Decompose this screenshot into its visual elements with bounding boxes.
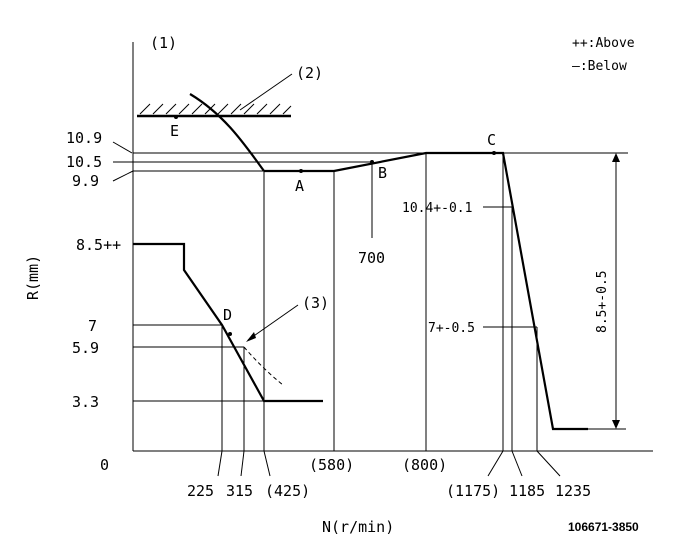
arrow-3 — [246, 332, 256, 342]
x-leader-1175 — [487, 450, 504, 477]
x-leader-425 — [263, 450, 271, 477]
curve-full-load — [264, 151, 588, 431]
y-tick-5-9: 5.9 — [72, 339, 99, 357]
x-tick-225: 225 — [187, 482, 214, 500]
x-tick-425: (425) — [265, 482, 310, 500]
leader-2 — [239, 73, 293, 111]
curve-idle — [133, 242, 323, 403]
x-leader-1235 — [536, 450, 561, 477]
callout-7: 7+-0.5 — [428, 321, 475, 336]
y-tick-10-9: 10.9 — [66, 129, 102, 147]
leader-3 — [247, 304, 299, 341]
x-leader-225 — [217, 450, 223, 477]
y-tick-10-5: 10.5 — [66, 153, 102, 171]
x-tick-1175: (1175) — [446, 482, 500, 500]
leader-9-9 — [112, 170, 134, 182]
x-axis-label: N(r/min) — [322, 518, 394, 536]
point-a-dot — [299, 169, 303, 173]
x-tick-580: (580) — [309, 456, 354, 474]
y-tick-7: 7 — [88, 317, 97, 335]
label-2: (2) — [296, 64, 323, 82]
point-c-label: C — [487, 131, 496, 149]
y-tick-9-9: 9.9 — [72, 172, 99, 190]
point-b-label: B — [378, 164, 387, 182]
y-axis-label: R(mm) — [24, 255, 42, 300]
point-d-label: D — [223, 306, 232, 324]
callout-10-4: 10.4+-0.1 — [402, 201, 472, 216]
dimension-arrow — [612, 153, 620, 429]
point-a-label: A — [295, 177, 304, 195]
curve-dashed — [243, 346, 284, 386]
y-tick-3-3: 3.3 — [72, 393, 99, 411]
leader-10-9 — [112, 141, 133, 154]
doc-number: 106671-3850 — [568, 520, 639, 534]
label-3: (3) — [302, 294, 329, 312]
origin-label: 0 — [100, 456, 109, 474]
y-tick-8-5: 8.5++ — [76, 236, 121, 254]
point-d-dot — [228, 332, 232, 336]
legend-below: —:Below — [572, 59, 627, 74]
x-tick-800: (800) — [402, 456, 447, 474]
legend-above: ++:Above — [572, 36, 635, 51]
point-c-dot — [492, 151, 496, 155]
point-e-label: E — [170, 122, 179, 140]
x-leader-315 — [240, 450, 245, 477]
x-tick-1185: 1185 — [509, 482, 545, 500]
point-e-dot — [174, 115, 178, 119]
stopper — [137, 103, 292, 118]
x-tick-1235: 1235 — [555, 482, 591, 500]
callout-700: 700 — [358, 249, 385, 267]
x-leader-1185 — [511, 450, 523, 477]
curve-stopper — [189, 93, 265, 172]
dim-label: 8.5+-0.5 — [595, 270, 610, 333]
label-1: (1) — [150, 34, 177, 52]
x-tick-315: 315 — [226, 482, 253, 500]
